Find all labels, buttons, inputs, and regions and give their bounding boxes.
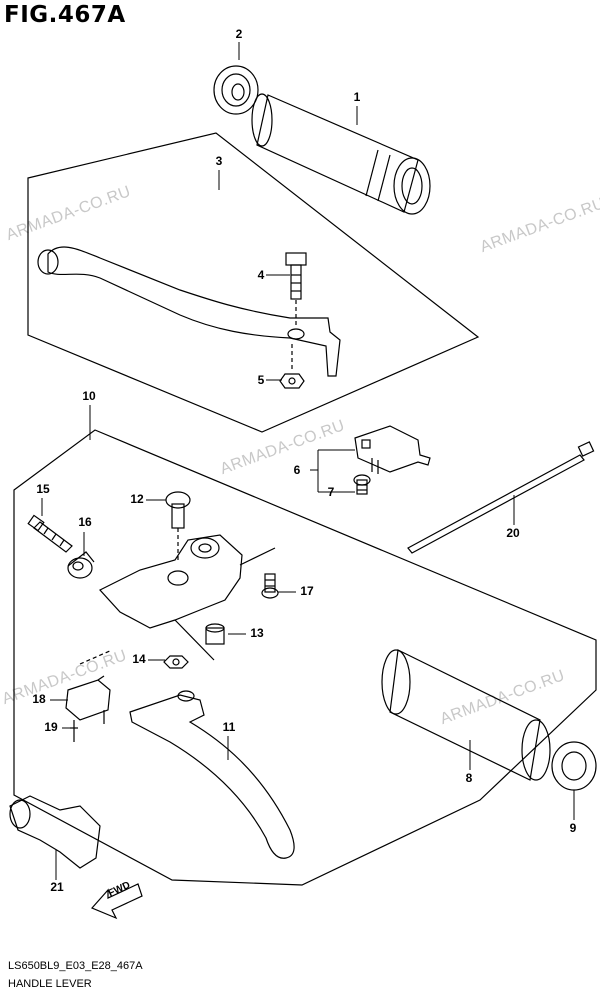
switch-part-6: [354, 425, 431, 474]
switch-part-18: [65, 649, 113, 724]
grip-part-1: [251, 93, 431, 215]
ring-part-2: [213, 65, 259, 115]
callout-11: 11: [222, 720, 236, 734]
figure-title: FIG.467A: [4, 2, 126, 28]
figure-name: HANDLE LEVER: [8, 978, 92, 990]
callout-18: 18: [32, 692, 46, 706]
bolt-part-4: [285, 252, 307, 326]
callout-4: 4: [257, 268, 265, 282]
fwd-arrow-icon: [90, 883, 143, 920]
screw-part-19: [70, 720, 78, 742]
collar-part-13: [205, 623, 225, 645]
callout-9: 9: [569, 821, 577, 835]
callout-13: 13: [250, 626, 264, 640]
boot-part-21: [9, 795, 101, 869]
callout-16: 16: [78, 515, 92, 529]
grip-part-8: [381, 649, 551, 781]
bolt-part-15: [27, 514, 73, 553]
callout-10: 10: [82, 389, 96, 403]
callout-19: 19: [44, 720, 58, 734]
nut-part-14: [163, 655, 189, 669]
callout-1: 1: [353, 90, 361, 104]
group-box-3: [27, 132, 480, 433]
group-box-10: [13, 429, 597, 886]
callout-3: 3: [215, 154, 223, 168]
callout-21: 21: [50, 880, 64, 894]
callout-12: 12: [130, 492, 144, 506]
callout-15: 15: [36, 482, 50, 496]
pivot-bolt-part-12: [165, 491, 191, 560]
leader-lines: [41, 42, 575, 880]
lever-part-11: [129, 690, 295, 859]
callout-20: 20: [506, 526, 520, 540]
callout-14: 14: [132, 652, 146, 666]
callout-8: 8: [465, 771, 473, 785]
cable-tie-part-20: [407, 441, 595, 554]
figure-code: LS650BL9_E03_E28_467A: [8, 960, 143, 972]
callout-7: 7: [327, 485, 335, 499]
nut-part-5: [279, 344, 305, 389]
screw-part-7: [353, 474, 371, 495]
nut-part-16: [67, 551, 95, 579]
ring-part-9: [551, 741, 597, 791]
screw-part-17: [261, 573, 279, 599]
callout-6: 6: [293, 463, 301, 477]
lever-holder: [99, 534, 276, 661]
callout-2: 2: [235, 27, 243, 41]
callout-5: 5: [257, 373, 265, 387]
lever-part-3: [37, 246, 341, 377]
callout-17: 17: [300, 584, 314, 598]
